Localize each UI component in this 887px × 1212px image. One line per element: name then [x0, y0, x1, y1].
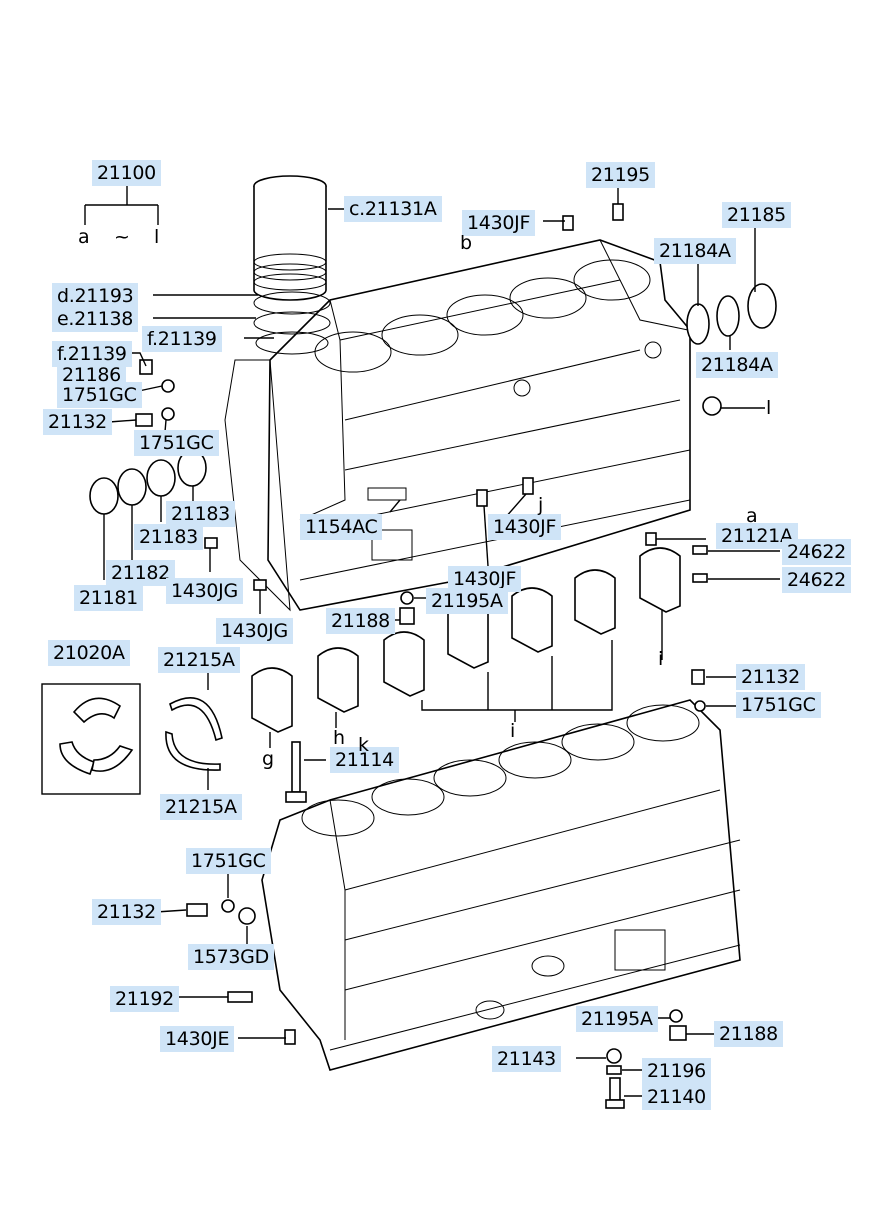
thrust-washers — [165, 697, 223, 771]
label-1751GC-b: 1751GC — [134, 430, 219, 456]
lower-cylinder-block — [261, 699, 741, 1071]
letter-b: b — [460, 232, 473, 254]
label-21138: e.21138 — [52, 306, 139, 332]
label-1154AC: 1154AC — [300, 514, 383, 540]
letter-i-bottom: i — [510, 720, 516, 742]
letter-tilde: ~ — [114, 226, 130, 248]
lower-small-parts — [186, 669, 706, 1109]
letter-a-range: a — [78, 226, 90, 248]
label-21184A-bottom: 21184A — [696, 352, 778, 378]
label-21185: 21185 — [722, 202, 791, 228]
label-21132-a: 21132 — [43, 409, 112, 435]
label-1751GC-d: 1751GC — [186, 848, 271, 874]
label-21139-f1: f.21139 — [142, 326, 222, 352]
label-21184A-top: 21184A — [654, 238, 736, 264]
label-21195A-a: 21195A — [426, 588, 508, 614]
main-bearing-caps — [251, 547, 681, 748]
label-21100: 21100 — [92, 160, 161, 186]
label-21195A-b: 21195A — [576, 1006, 658, 1032]
letter-l-range: l — [154, 226, 160, 248]
label-1430JF-mid: 1430JF — [488, 514, 562, 540]
cap-bolt — [285, 741, 307, 803]
label-21183-a: 21183 — [166, 501, 235, 527]
label-21183-b: 21183 — [134, 524, 203, 550]
label-24622-a: 24622 — [782, 539, 851, 565]
bearing-shells-box — [41, 683, 141, 795]
letter-g: g — [262, 748, 275, 770]
liner-rings — [253, 291, 331, 355]
label-1573GD: 1573GD — [188, 944, 274, 970]
label-21188-a: 21188 — [326, 608, 395, 634]
label-1430JE: 1430JE — [160, 1026, 235, 1052]
label-21188-b: 21188 — [714, 1021, 783, 1047]
label-21132-c: 21132 — [92, 899, 161, 925]
label-1430JG-b: 1430JG — [216, 618, 293, 644]
label-1751GC-a: 1751GC — [57, 382, 142, 408]
label-1751GC-c: 1751GC — [736, 692, 821, 718]
letter-k: k — [358, 734, 370, 756]
letter-h: h — [333, 727, 346, 749]
label-21196: 21196 — [642, 1058, 711, 1084]
seal-rings-right — [686, 283, 777, 345]
label-24622-b: 24622 — [782, 567, 851, 593]
label-21215A-b: 21215A — [160, 794, 242, 820]
label-21140: 21140 — [642, 1084, 711, 1110]
label-21193: d.21193 — [52, 283, 139, 309]
letter-j: j — [538, 494, 544, 516]
label-21131A: c.21131A — [344, 196, 442, 222]
letter-i-cap: i — [658, 648, 664, 670]
letter-l-plug: l — [766, 397, 772, 419]
label-21192: 21192 — [110, 986, 179, 1012]
letter-a-21121: a — [746, 505, 758, 527]
label-21114: 21114 — [330, 747, 399, 773]
label-21143: 21143 — [492, 1046, 561, 1072]
label-21182: 21182 — [106, 560, 175, 586]
label-21215A-a: 21215A — [158, 647, 240, 673]
label-1430JG-a: 1430JG — [166, 578, 243, 604]
camshaft-bushings — [89, 449, 207, 515]
label-21181: 21181 — [74, 585, 143, 611]
label-1430JF-top: 1430JF — [462, 210, 536, 236]
label-21195-top: 21195 — [586, 162, 655, 188]
label-1430JF-low: 1430JF — [448, 566, 522, 592]
cylinder-liner-part — [253, 175, 327, 301]
label-21020A: 21020A — [48, 640, 130, 666]
label-21132-b: 21132 — [736, 664, 805, 690]
leader-lines — [84, 185, 780, 1097]
